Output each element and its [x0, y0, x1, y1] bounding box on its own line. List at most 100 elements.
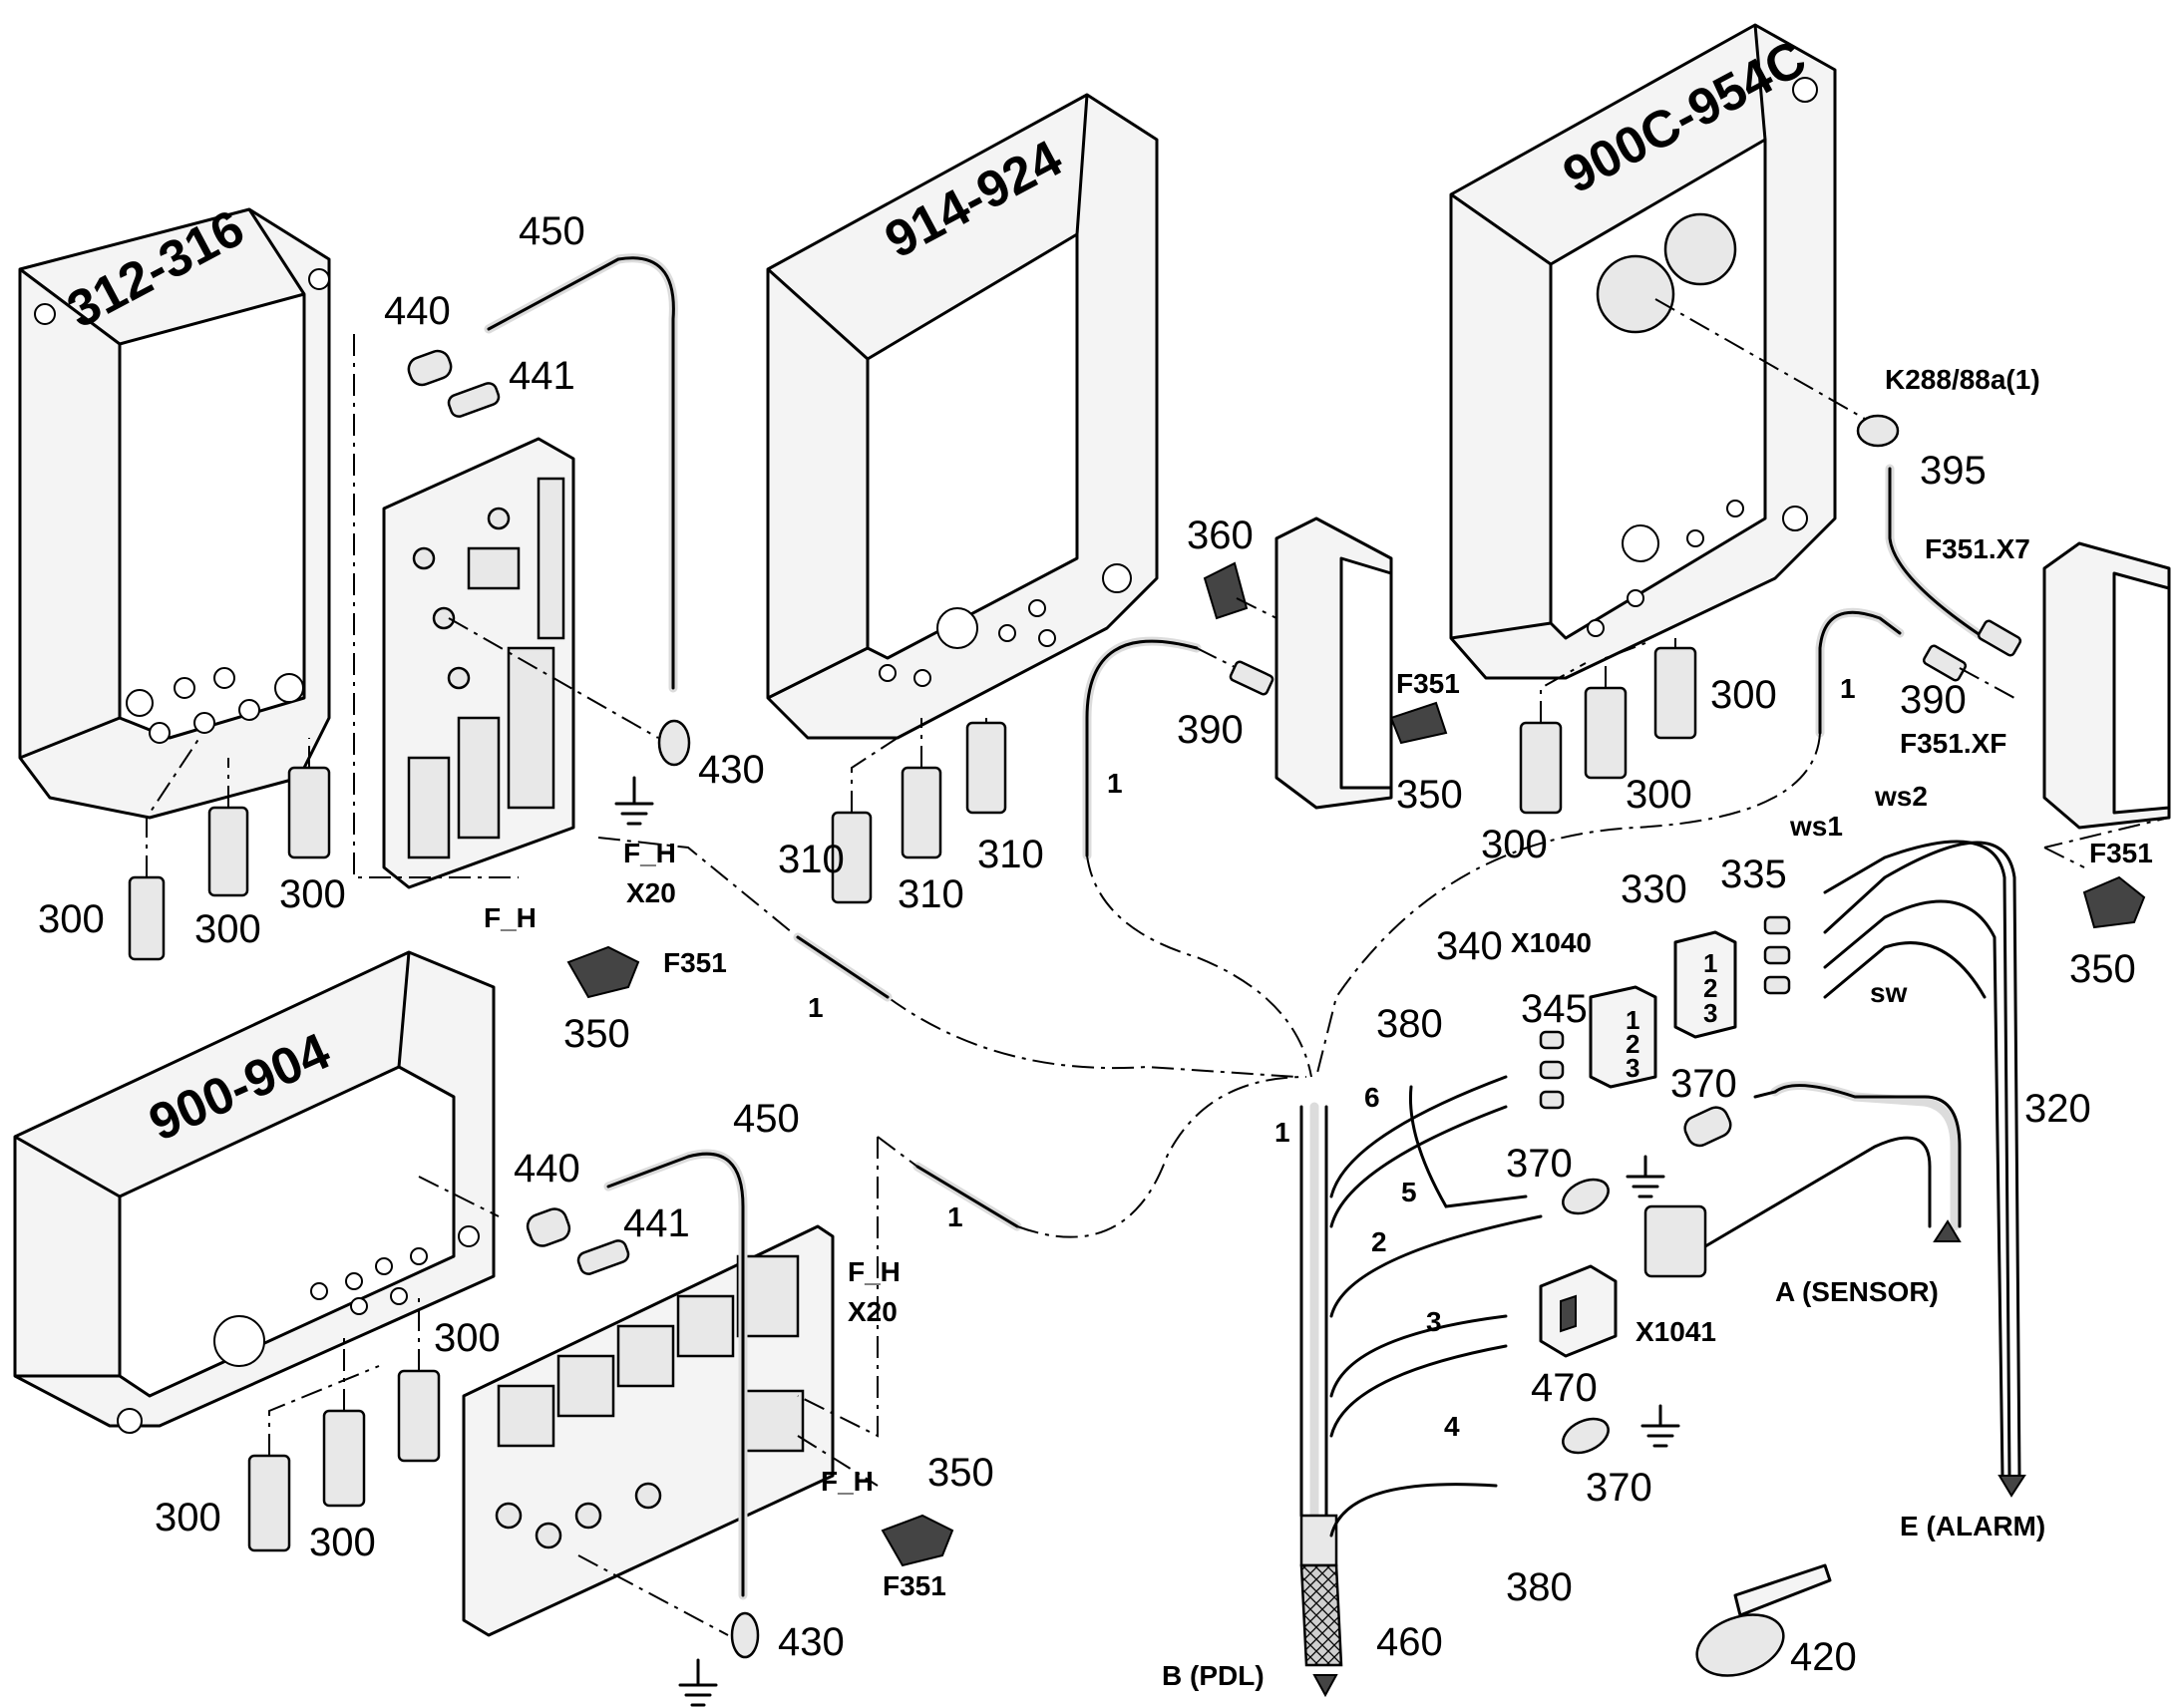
label-ws2: ws2: [1874, 781, 1928, 812]
label-350: 350: [927, 1451, 994, 1495]
enclosure-900-904: 900-904: [13, 950, 496, 1434]
label-330: 330: [1621, 867, 1687, 911]
label-441: 441: [509, 354, 575, 398]
label-fh: F_H: [484, 902, 537, 933]
t330-digit-1: 1: [1703, 948, 1717, 978]
connector-x1041: [1539, 1264, 1618, 1358]
label-f351: F351: [883, 1570, 946, 1601]
wire-number: 1: [1274, 1117, 1290, 1148]
main-harness: [1299, 1075, 1543, 1698]
label-f351: F351: [1396, 668, 1460, 699]
wire-number: 1: [1840, 673, 1856, 704]
label-350: 350: [1396, 773, 1463, 817]
enclosure-312-316: 312-316: [18, 199, 331, 820]
label-300: 300: [38, 897, 105, 941]
label-fh: F_H: [848, 1256, 901, 1287]
label-fh: F_H: [821, 1466, 874, 1497]
terminal-strip-right: [2042, 541, 2171, 929]
label-420: 420: [1790, 1635, 1857, 1679]
label-300: 300: [279, 872, 346, 916]
label-alarm: E (ALARM): [1900, 1511, 2045, 1541]
label-pdl: B (PDL): [1162, 1660, 1265, 1691]
wire-number: 1: [1107, 768, 1123, 799]
wire-number: 6: [1364, 1082, 1380, 1113]
label-390: 390: [1900, 678, 1967, 722]
pcb-upper: [382, 437, 575, 889]
t330-digit-2: 2: [1703, 973, 1717, 1003]
label-441: 441: [623, 1201, 690, 1245]
wire-number: 1: [808, 992, 824, 1023]
glands-900: [247, 1176, 500, 1552]
wire1-upper-left: [597, 837, 1297, 1078]
alarm-cable: [1763, 840, 2026, 1498]
wire-number: 3: [1426, 1306, 1442, 1337]
t330-digit-3: 3: [1703, 998, 1717, 1028]
ground-lugs-370: [1562, 1106, 1732, 1455]
connector-x1040: 1 2 3: [1539, 985, 1657, 1110]
wire1-middle: [1082, 636, 1312, 1078]
label-sw: sw: [1870, 977, 1908, 1008]
lug-395: [1654, 298, 2022, 657]
label-310: 310: [977, 833, 1044, 876]
label-300: 300: [434, 1316, 501, 1360]
fuse-f351-a: [566, 945, 640, 999]
label-f351: F351: [663, 947, 727, 978]
enclosure-914-924: 914-924: [766, 93, 1159, 740]
x1040-digit-3: 3: [1626, 1053, 1639, 1083]
ground-hardware-upper: [353, 253, 691, 878]
label-450: 450: [733, 1097, 800, 1141]
label-fh: F_H: [623, 838, 676, 868]
label-395: 395: [1920, 449, 1987, 493]
label-x20: X20: [848, 1296, 898, 1327]
ground-hardware-lower: [526, 1137, 879, 1707]
label-350: 350: [563, 1012, 630, 1056]
label-370: 370: [1670, 1062, 1737, 1106]
wire-number: 4: [1444, 1411, 1460, 1442]
fuse-f351-b: [797, 1435, 954, 1567]
wire-number: 1: [947, 1201, 963, 1232]
label-300: 300: [1481, 823, 1548, 866]
label-320: 320: [2024, 1087, 2091, 1131]
glands-310: [831, 718, 1007, 904]
label-f351x7: F351.X7: [1925, 533, 2030, 564]
terminal-strip-middle: [1203, 516, 1448, 810]
label-345: 345: [1521, 987, 1588, 1031]
label-ws1: ws1: [1789, 811, 1843, 842]
label-310: 310: [778, 838, 845, 881]
wire1-right: [1315, 607, 2015, 1078]
label-300: 300: [309, 1521, 376, 1564]
label-390: 390: [1177, 708, 1244, 752]
enclosure-900c-954c: 900C-954C: [1449, 23, 1837, 680]
label-k288: K288/88a(1): [1885, 364, 2040, 395]
terminal-330: 1 2 3: [1673, 930, 1737, 1039]
label-380: 380: [1376, 1002, 1443, 1046]
label-300: 300: [1710, 673, 1777, 717]
label-300: 300: [1626, 773, 1692, 817]
label-310: 310: [898, 872, 964, 916]
label-f351: F351: [2089, 838, 2153, 868]
label-460: 460: [1376, 1620, 1443, 1664]
label-430: 430: [698, 748, 765, 792]
label-440: 440: [384, 289, 451, 333]
label-350: 350: [2069, 947, 2136, 991]
label-x1040: X1040: [1511, 927, 1592, 958]
label-360: 360: [1187, 513, 1254, 557]
label-370: 370: [1586, 1466, 1652, 1510]
glands-900c: [1519, 638, 1697, 815]
label-300: 300: [194, 907, 261, 951]
pcb-lower: [462, 1224, 835, 1637]
label-370: 370: [1506, 1142, 1573, 1186]
x1040-digit-2: 2: [1626, 1029, 1639, 1059]
label-x1041: X1041: [1635, 1316, 1716, 1347]
x1040-digit-1: 1: [1626, 1005, 1639, 1035]
label-440: 440: [514, 1147, 580, 1191]
sensor-cable: [1643, 1081, 1962, 1278]
label-470: 470: [1531, 1366, 1598, 1410]
label-sensor: A (SENSOR): [1775, 1276, 1939, 1307]
label-x20: X20: [626, 877, 676, 908]
label-f351xf: F351.XF: [1900, 728, 2006, 759]
label-380: 380: [1506, 1565, 1573, 1609]
wire-number: 2: [1371, 1226, 1387, 1257]
